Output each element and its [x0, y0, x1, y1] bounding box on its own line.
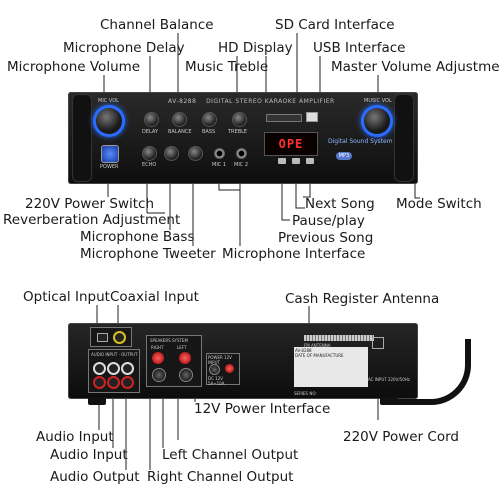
label-previous-song: Previous Song [278, 230, 374, 246]
label-mode-switch: Mode Switch [396, 196, 482, 212]
optical-input-port[interactable] [97, 333, 108, 342]
sticker-date: DATE OF MANUFACTURE [295, 353, 344, 358]
amplifier-back-panel: AUDIO INPUT · OUTPUT SPEAKERS SYSTEM RIG… [68, 323, 418, 405]
label-12v-power: 12V Power Interface [194, 401, 331, 417]
series-no-label: SERIES NO: [294, 391, 317, 396]
label-usb: USB Interface [313, 40, 406, 56]
right-foot [380, 397, 398, 405]
mic1-label: MIC 1 [212, 162, 227, 168]
label-audio-output: Audio Output [50, 469, 140, 485]
left-negative-terminal[interactable] [179, 368, 193, 382]
label-cash-register-antenna: Cash Register Antenna [285, 291, 440, 307]
label-master-volume: Master Volume Adjustment [331, 59, 500, 75]
right-negative-terminal[interactable] [152, 368, 166, 382]
mic-vol-label: MIC VOL [98, 98, 119, 104]
fm-antenna-label: FM ANTENNA [304, 343, 331, 348]
left-positive-terminal[interactable] [179, 352, 191, 364]
label-optical-input: Optical Input [23, 289, 110, 305]
label-left-channel-output: Left Channel Output [162, 447, 299, 463]
audio-output-left-jack[interactable] [121, 362, 134, 375]
delay-label: DELAY [142, 129, 158, 135]
label-next-song: Next Song [305, 196, 375, 212]
amplifier-title: DIGITAL STEREO KARAOKE AMPLIFIER [206, 98, 335, 105]
audio-input-1-left-jack[interactable] [93, 362, 106, 375]
speaker-terminal-panel: SPEAKERS SYSTEM RIGHT LEFT [146, 335, 202, 387]
pause-play-button[interactable] [292, 158, 300, 164]
label-220v-power-cord: 220V Power Cord [343, 429, 459, 445]
mic-1-jack[interactable] [214, 148, 225, 159]
audio-input-2-left-jack[interactable] [107, 362, 120, 375]
next-song-button[interactable] [306, 158, 314, 164]
label-sd-card: SD Card Interface [275, 17, 395, 33]
digital-input-panel [90, 327, 132, 347]
bass-knob[interactable] [202, 112, 217, 127]
power-input-label: POWER 12V INPUT [208, 355, 232, 365]
label-microphone-tweeter: Microphone Tweeter [80, 246, 216, 262]
front-title-strip: AV-8288 DIGITAL STEREO KARAOKE AMPLIFIER [168, 98, 368, 106]
echo-knob[interactable] [142, 146, 157, 161]
label-reverberation: Reverberation Adjustment [3, 212, 181, 228]
audio-input-2-right-jack[interactable] [107, 376, 120, 389]
label-music-treble: Music Treble [185, 59, 269, 75]
left-label: LEFT [177, 345, 187, 350]
sd-card-slot[interactable] [266, 114, 302, 122]
model-name: AV-8288 [168, 98, 197, 105]
usb-port[interactable] [306, 112, 318, 122]
music-vol-label: MUSIC VOL [364, 98, 392, 104]
treble-knob[interactable] [232, 112, 247, 127]
echo-label: ECHO [142, 162, 157, 168]
label-audio-input-2: Audio Input [50, 447, 128, 463]
master-volume-knob[interactable] [364, 108, 390, 134]
label-hd-display: HD Display [218, 40, 293, 56]
audio-input-1-right-jack[interactable] [93, 376, 106, 389]
label-power-switch: 220V Power Switch [25, 196, 155, 212]
balance-label: BALANCE [168, 129, 192, 135]
mic-2-jack[interactable] [236, 148, 247, 159]
label-microphone-volume: Microphone Volume [7, 59, 141, 75]
label-channel-balance: Channel Balance [100, 17, 214, 33]
label-right-channel-output: Right Channel Output [147, 469, 294, 485]
12v-positive-terminal[interactable] [225, 364, 234, 373]
speakers-label: SPEAKERS SYSTEM [150, 338, 188, 343]
label-audio-input-1: Audio Input [36, 429, 114, 445]
microphone-volume-knob[interactable] [96, 108, 122, 134]
label-coaxial-input: Coaxial Input [110, 289, 199, 305]
ground-symbol [372, 337, 384, 349]
previous-song-button[interactable] [278, 158, 286, 164]
right-handle [394, 94, 414, 182]
label-microphone-interface: Microphone Interface [222, 246, 366, 262]
fm-antenna[interactable] [304, 335, 374, 341]
treble-label: TREBLE [228, 129, 248, 135]
amplifier-front-panel: AV-8288 DIGITAL STEREO KARAOKE AMPLIFIER… [68, 92, 418, 184]
right-label: RIGHT [151, 345, 164, 350]
power-label: POWER [100, 164, 119, 170]
sticker-model: AV-8288 [295, 348, 312, 353]
spec-sticker: AV-8288 DATE OF MANUFACTURE [294, 347, 368, 387]
hd-display: OPE [264, 132, 318, 156]
label-pause-play: Pause/play [292, 213, 365, 229]
ac-input-label: AC INPUT 220V/50Hz [368, 377, 410, 382]
left-handle [72, 94, 92, 182]
mic2-label: MIC 2 [234, 162, 249, 168]
dc-label: DC 12V 5A~10A [208, 376, 225, 386]
power-12v-panel: POWER 12V INPUT DC 12V 5A~10A [206, 353, 240, 386]
balance-knob[interactable] [172, 112, 187, 127]
power-switch-button[interactable] [101, 145, 119, 163]
audio-io-panel: AUDIO INPUT · OUTPUT [88, 349, 140, 393]
digital-sound-logo: Digital Sound System [328, 138, 393, 145]
delay-knob[interactable] [144, 112, 159, 127]
label-microphone-delay: Microphone Delay [63, 40, 185, 56]
label-microphone-bass: Microphone Bass [80, 229, 195, 245]
bass-label: BASS [202, 129, 216, 135]
left-foot [88, 397, 106, 405]
mode-switch-button[interactable]: MP3 [336, 152, 352, 160]
mic-bass-knob[interactable] [164, 146, 179, 161]
right-positive-terminal[interactable] [152, 352, 164, 364]
audio-io-label: AUDIO INPUT · OUTPUT [91, 352, 138, 357]
mic-treble-knob[interactable] [188, 146, 203, 161]
coaxial-input-jack[interactable] [113, 331, 126, 344]
power-cord [395, 339, 471, 405]
12v-negative-terminal[interactable] [209, 364, 220, 375]
audio-output-right-jack[interactable] [121, 376, 134, 389]
